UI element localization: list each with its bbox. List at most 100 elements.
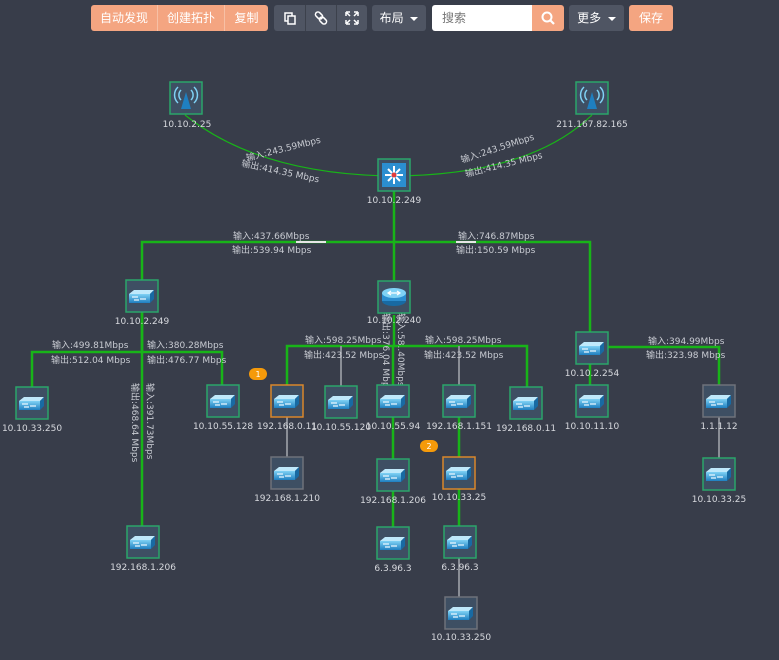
caret-down-icon: [607, 16, 616, 21]
link-label: 输入:243.59Mbps: [245, 134, 322, 164]
core-switch-node[interactable]: [377, 158, 411, 192]
layout-dropdown[interactable]: 布局: [372, 5, 426, 31]
node-label: 1.1.1.12: [700, 422, 737, 432]
toolbar-divider: [336, 5, 337, 31]
link-wifi-right[interactable]: [393, 114, 593, 177]
switch-node[interactable]: [206, 384, 240, 418]
switch-node[interactable]: [509, 386, 543, 420]
link-label: 输入:746.87Mbps: [458, 230, 535, 242]
link-sw-left-branch[interactable]: [30, 350, 224, 388]
switch-icon: [578, 394, 605, 409]
core-switch-icon: [382, 163, 406, 187]
link-icon: [314, 11, 328, 25]
switch-node[interactable]: [702, 457, 736, 491]
switch-node[interactable]: [442, 456, 476, 490]
alert-badge[interactable]: 2: [420, 440, 438, 452]
link-router-branch[interactable]: [285, 344, 529, 388]
switch-icon: [705, 394, 732, 409]
link-core-tree[interactable]: [140, 191, 592, 332]
alert-badge[interactable]: 1: [249, 368, 267, 380]
node-label: 192.168.0.11: [496, 424, 556, 434]
duplicate-icon-button[interactable]: [274, 5, 305, 31]
link-label: 输出:423.52 Mbps: [304, 349, 384, 361]
fullscreen-icon-button[interactable]: [337, 5, 367, 31]
switch-icon: [578, 341, 605, 356]
more-dropdown[interactable]: 更多: [569, 5, 624, 31]
switch-icon: [327, 395, 354, 410]
switch-icon: [445, 466, 472, 481]
switch-node[interactable]: [442, 384, 476, 418]
node-label: 6.3.96.3: [374, 564, 411, 574]
node-label: 10.10.2.240: [367, 316, 422, 326]
badge-count: 2: [426, 442, 431, 451]
switch-node[interactable]: [270, 456, 304, 490]
switch-node[interactable]: [376, 526, 410, 560]
toolbar-divider: [305, 5, 306, 31]
link-label: 输出:468.64 Mbps: [129, 383, 141, 463]
save-button[interactable]: 保存: [629, 5, 673, 31]
duplicate-icon: [284, 12, 296, 25]
toolbar-divider: [157, 5, 158, 31]
switch-node[interactable]: [15, 386, 49, 420]
wireless-ap-node[interactable]: [575, 81, 609, 115]
node-label: 10.10.11.10: [565, 422, 620, 432]
switch-node[interactable]: [575, 384, 609, 418]
router-icon: [382, 288, 406, 306]
node-label: 6.3.96.3: [441, 563, 478, 573]
search-button[interactable]: [532, 5, 564, 31]
switch-node[interactable]: [376, 384, 410, 418]
link-icon-button[interactable]: [306, 5, 336, 31]
switch-node[interactable]: [444, 596, 478, 630]
switch-node[interactable]: [270, 384, 304, 418]
switch-icon: [18, 396, 45, 411]
link-label: 输入:499.81Mbps: [52, 339, 129, 351]
node-label: 10.10.2.249: [115, 317, 170, 327]
wireless-icon: [173, 86, 199, 109]
discover-group: [91, 5, 268, 31]
link-label: 输入:437.66Mbps: [233, 230, 310, 242]
switch-node[interactable]: [376, 458, 410, 492]
link-label: 输入:58..40Mbps: [395, 313, 407, 387]
auto-discover-button[interactable]: 自动发现: [99, 11, 148, 25]
create-topology-button[interactable]: 创建拓扑: [166, 11, 215, 25]
search-box: [432, 5, 564, 31]
badge-count: 1: [255, 370, 260, 379]
switch-node[interactable]: [575, 331, 609, 365]
node-label: 192.168.1.210: [254, 494, 320, 504]
copy-button[interactable]: 复制: [234, 11, 259, 25]
node-label: 192.168.1.206: [360, 496, 426, 506]
node-label: 10.10.33.250: [2, 424, 62, 434]
fullscreen-icon: [345, 11, 359, 25]
link-wifi-left[interactable]: [184, 114, 395, 177]
wireless-ap-node[interactable]: [169, 81, 203, 115]
link-label: 输入:598.25Mbps: [425, 334, 502, 346]
search-input[interactable]: [432, 5, 532, 31]
link-label: 输入:380.28Mbps: [147, 339, 224, 351]
switch-node[interactable]: [702, 384, 736, 418]
link-sw-right[interactable]: [605, 345, 721, 386]
switch-node[interactable]: [324, 385, 358, 419]
link-label: 输入:391.73Mbps: [144, 383, 156, 460]
link-label: 输出:323.98 Mbps: [646, 349, 726, 361]
switch-icon: [128, 289, 155, 304]
link-label: 输出:150.59 Mbps: [456, 244, 536, 256]
switch-icon: [379, 536, 406, 551]
link-label: 输入:598.25Mbps: [305, 334, 382, 346]
switch-icon: [209, 394, 236, 409]
node-label: 10.10.33.25: [692, 495, 746, 505]
node-label: 10.10.2.25: [163, 120, 212, 130]
link-label: 输出:512.04 Mbps: [51, 354, 131, 366]
switch-node[interactable]: [125, 279, 159, 313]
search-icon: [541, 11, 555, 25]
toolbar-divider: [224, 5, 225, 31]
switch-icon: [379, 394, 406, 409]
more-label: 更多: [577, 11, 602, 25]
switch-node[interactable]: [443, 525, 477, 559]
link-label: 输出:376.04 Mbps: [380, 313, 392, 393]
link-label: 输出:423.52 Mbps: [424, 349, 504, 361]
router-node[interactable]: [377, 280, 411, 314]
switch-node[interactable]: [126, 525, 160, 559]
switch-icon: [445, 394, 472, 409]
switch-icon: [447, 606, 474, 621]
